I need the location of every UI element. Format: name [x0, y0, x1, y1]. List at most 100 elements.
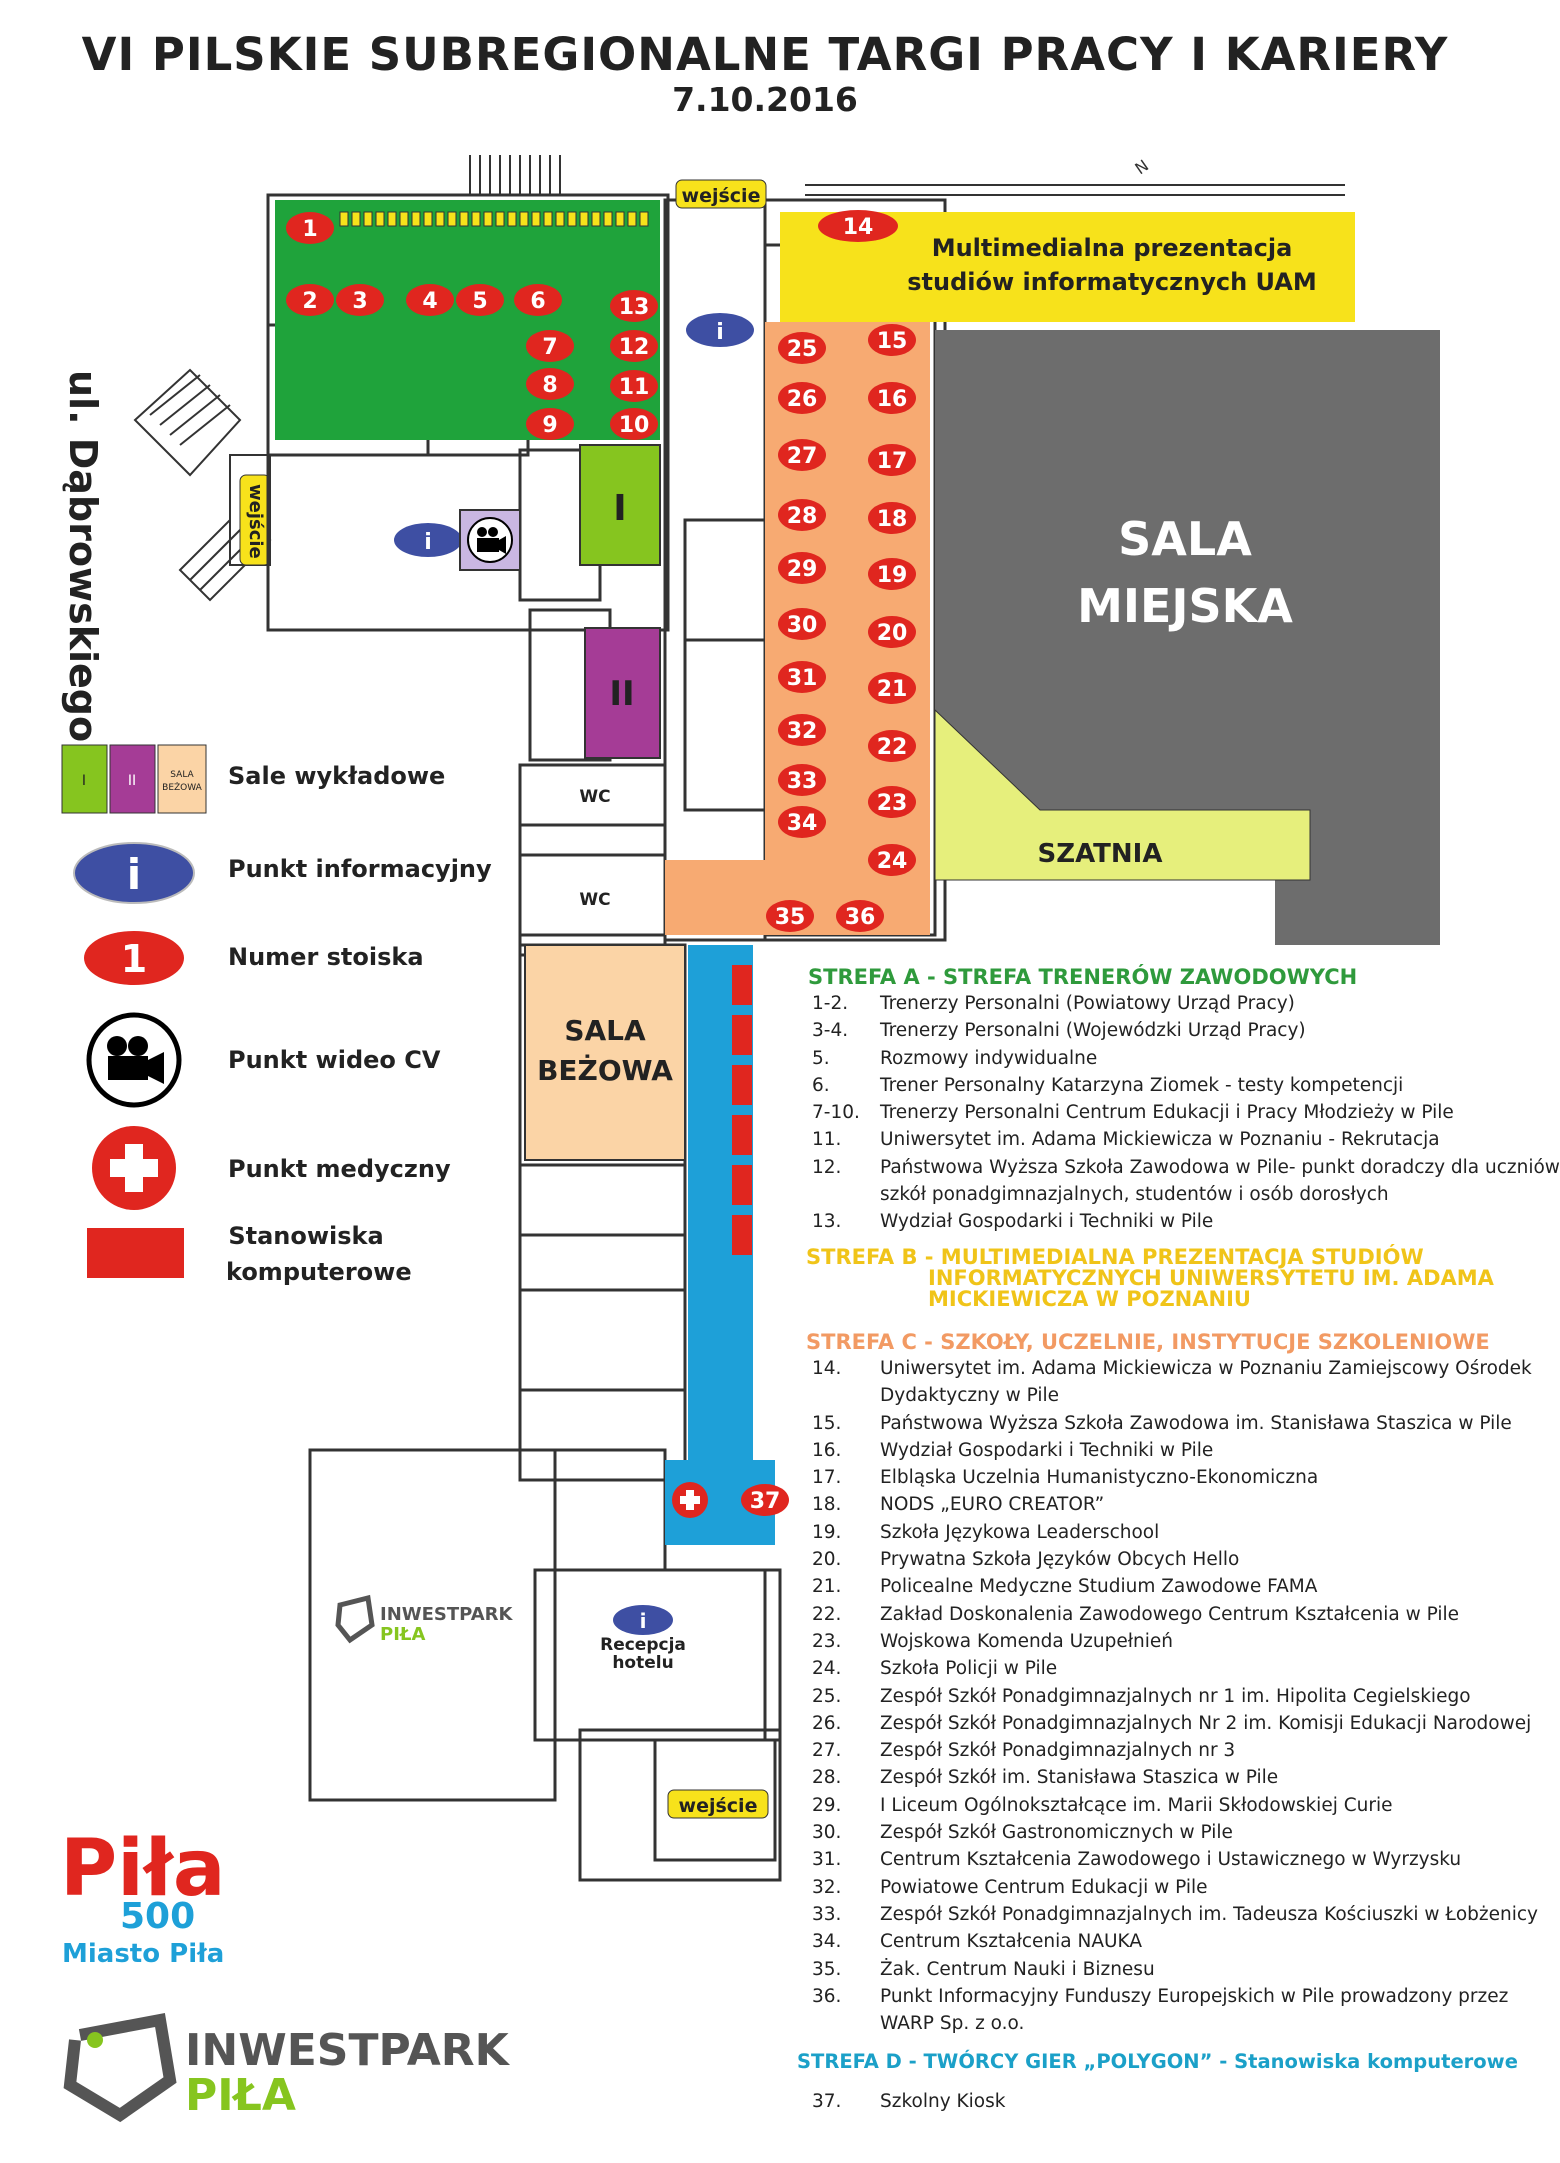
- stand-marker: 6: [514, 284, 562, 316]
- list-item-text: Elbląska Uczelnia Humanistyczno-Ekonomic…: [880, 1467, 1319, 1489]
- stand-marker: 37: [741, 1484, 789, 1516]
- stand-number: 29: [787, 557, 818, 582]
- list-item: 16.Wydział Gospodarki i Techniki w Pile: [812, 1437, 1538, 1464]
- list-item: 31.Centrum Kształcenia Zawodowego i Usta…: [812, 1846, 1538, 1873]
- list-item-text: Zespół Szkół Ponadgimnazjalnych nr 1 im.…: [880, 1685, 1471, 1707]
- legend-hall-ii-label: II: [128, 773, 136, 789]
- legend-medical: Punkt medyczny: [228, 1155, 451, 1183]
- stand-number: 36: [845, 905, 876, 930]
- list-item: 12.Państwowa Wyższa Szkoła Zawodowa w Pi…: [812, 1154, 1560, 1181]
- stand-marker: 9: [526, 408, 574, 440]
- stand-number: 37: [750, 1489, 781, 1514]
- inwestpark-map-line2: PIŁA: [380, 1624, 425, 1645]
- north-entrance-tag: [675, 179, 767, 209]
- list-item-text: Zespół Szkół Gastronomicznych w Pile: [880, 1822, 1233, 1844]
- computer-stations: [732, 965, 752, 1255]
- info-icon: i: [394, 523, 462, 557]
- stand-number: 2: [302, 289, 317, 314]
- list-item-text: Uniwersytet im. Adama Mickiewicza w Pozn…: [880, 1129, 1440, 1151]
- stand-number: 15: [877, 329, 908, 354]
- inwestpark-map-line1: INWESTPARK: [380, 1604, 513, 1625]
- medical-cross-icon: [92, 1126, 176, 1210]
- stand-number: 20: [877, 621, 908, 646]
- list-item-text: Dydaktyczny w Pile: [880, 1385, 1060, 1407]
- info-icon: i: [73, 842, 195, 904]
- stand-marker: 34: [778, 806, 826, 838]
- stand-number: 5: [472, 289, 487, 314]
- legend-info-point: Punkt informacyjny: [228, 855, 492, 883]
- list-item-number: 17.: [812, 1467, 842, 1489]
- list-item: 18.NODS „EURO CREATOR”: [812, 1491, 1538, 1518]
- list-item-text: Powiatowe Centrum Edukacji w Pile: [880, 1876, 1208, 1898]
- legend-hall-ii-swatch: [109, 744, 156, 814]
- legend-lecture-halls: Sale wykładowe: [228, 762, 446, 790]
- zone-a-list: 1-2. Trenerzy Personalni (Powiatowy Urząd…: [812, 990, 1560, 1236]
- zone-b-title-3: MICKIEWICZA W POZNANIU: [928, 1287, 1251, 1311]
- stand-number: 4: [422, 289, 437, 314]
- pila-logo-500: 500: [120, 1896, 195, 1937]
- list-item-text: Trenerzy Personalni Centrum Edukacji i P…: [880, 1102, 1454, 1124]
- stand-number: 28: [787, 504, 818, 529]
- list-item: Dydaktyczny w Pile: [812, 1382, 1538, 1409]
- list-item: 28.Zespół Szkół im. Stanisława Staszica …: [812, 1764, 1538, 1791]
- stand-marker: 25: [778, 332, 826, 364]
- stand-marker: 35: [766, 900, 814, 932]
- list-item: 23.Wojskowa Komenda Uzupełnień: [812, 1628, 1538, 1655]
- stand-marker: 12: [610, 330, 658, 362]
- computer-station: [732, 1115, 752, 1155]
- list-item: 34.Centrum Kształcenia NAUKA: [812, 1928, 1538, 1955]
- list-item: 14.Uniwersytet im. Adama Mickiewicza w P…: [812, 1355, 1538, 1382]
- list-item-number: 28.: [812, 1767, 842, 1789]
- legend-stand-sample: 1: [121, 937, 147, 981]
- list-item: 26.Zespół Szkół Ponadgimnazjalnych Nr 2 …: [812, 1710, 1538, 1737]
- list-item-number: 25.: [812, 1685, 842, 1707]
- stand-number: 34: [787, 811, 818, 836]
- list-item-number: 32.: [812, 1876, 842, 1898]
- list-item-text: Zakład Doskonalenia Zawodowego Centrum K…: [880, 1603, 1460, 1625]
- list-item-text: Zespół Szkół Ponadgimnazjalnych im. Tade…: [880, 1903, 1538, 1925]
- computer-station: [732, 1215, 752, 1255]
- stand-marker: 3: [336, 284, 384, 316]
- list-item-number: 7-10.: [812, 1102, 860, 1124]
- legend-stand-number: Numer stoiska: [228, 943, 424, 971]
- list-item: 15.Państwowa Wyższa Szkoła Zawodowa im. …: [812, 1410, 1538, 1437]
- pila-logo-caption: Miasto Piła: [62, 1939, 224, 1969]
- list-item-text: Centrum Kształcenia NAUKA: [880, 1931, 1142, 1953]
- list-item-number: 18.: [812, 1494, 842, 1516]
- list-item: 20.Prywatna Szkoła Języków Obcych Hello: [812, 1546, 1538, 1573]
- hall-ii: [584, 627, 661, 759]
- list-item-number: 11.: [812, 1129, 842, 1151]
- list-item: 5.Rozmowy indywidualne: [812, 1045, 1560, 1072]
- list-item-text: Punkt Informacyjny Funduszy Europejskich…: [880, 1985, 1509, 2007]
- stand-marker: 4: [406, 284, 454, 316]
- list-item-number: 1-2.: [812, 993, 849, 1014]
- zone-c-list: 14.Uniwersytet im. Adama Mickiewicza w P…: [812, 1355, 1538, 2037]
- stand-marker: 5: [456, 284, 504, 316]
- stand-marker: 1: [286, 212, 334, 244]
- info-icon: i: [686, 313, 754, 347]
- stand-number: 11: [619, 375, 650, 400]
- zone-a-title: STREFA A - STREFA TRENERÓW ZAWODOWYCH: [808, 965, 1358, 989]
- stand-marker: 10: [610, 408, 658, 440]
- stand-marker: 23: [868, 786, 916, 818]
- list-item-number: 14.: [812, 1358, 842, 1379]
- reception-line2: hotelu: [612, 1653, 673, 1673]
- stand-marker: 20: [868, 616, 916, 648]
- list-item-text: I Liceum Ogólnokształcące im. Marii Skło…: [880, 1794, 1393, 1816]
- list-item-text: Trenerzy Personalni (Powiatowy Urząd Pra…: [880, 993, 1295, 1014]
- list-item-number: 5.: [812, 1047, 830, 1069]
- hall-i-label: I: [613, 488, 626, 529]
- inwestpark-map-logo: INWESTPARK PIŁA: [335, 1594, 513, 1645]
- list-item-text: Trenerzy Personalni (Wojewódzki Urząd Pr…: [880, 1020, 1306, 1042]
- list-item-number: [812, 1181, 880, 1208]
- legend-sala-bezowa-swatch: [157, 744, 207, 814]
- stand-number: 22: [877, 735, 908, 760]
- svg-text:i: i: [640, 1609, 647, 1633]
- stand-marker: 21: [868, 672, 916, 704]
- stand-marker: 11: [610, 370, 658, 402]
- stand-number: 33: [787, 769, 818, 794]
- list-item-text: WARP Sp. z o.o.: [880, 2013, 1025, 2035]
- hall-ii-label: II: [609, 674, 634, 714]
- wc-room-1: [518, 763, 667, 827]
